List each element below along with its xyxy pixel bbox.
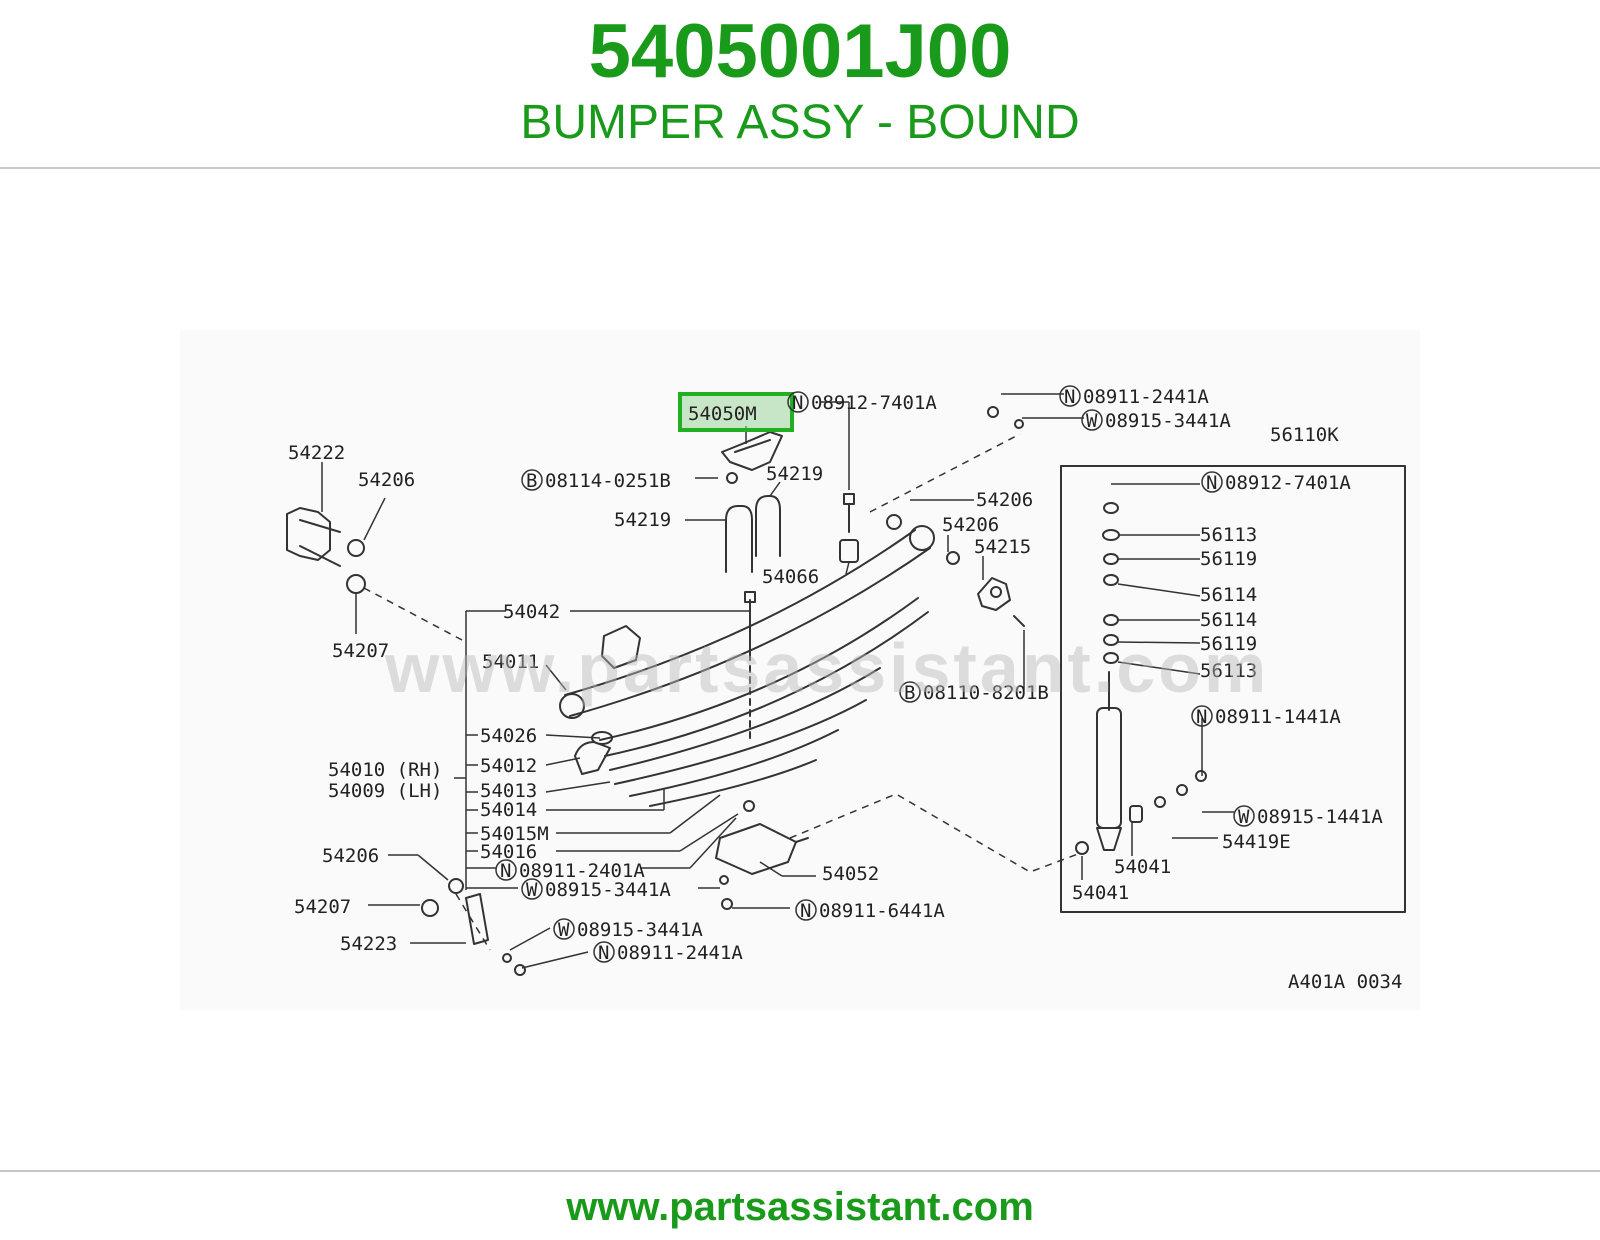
callout-08110-8201B[interactable]: 08110-8201B	[923, 682, 1049, 704]
callout-54207[interactable]: 54207	[294, 896, 351, 918]
callout-08912-7401A[interactable]: 08912-7401A	[811, 392, 937, 414]
spring-eye-54012	[574, 741, 611, 775]
callout-54219[interactable]: 54219	[766, 463, 823, 485]
marker-W: W	[1086, 410, 1098, 432]
marker-W: W	[558, 919, 570, 941]
callout-56119[interactable]: 56119	[1200, 548, 1257, 570]
callout-08911-1441A[interactable]: 08911-1441A	[1215, 706, 1341, 728]
u-bolt-54219-a	[725, 505, 753, 573]
callout-08911-2441A[interactable]: 08911-2441A	[617, 942, 743, 964]
spring-plate-54052	[715, 823, 797, 875]
u-bolt-54219-b	[755, 495, 781, 557]
footer-url-link[interactable]: www.partsassistant.com	[566, 1185, 1034, 1229]
callout-56113[interactable]: 56113	[1200, 660, 1257, 682]
callout-08915-1441A[interactable]: 08915-1441A	[1257, 806, 1383, 828]
diagram-drawing: N N W B N B N W N W N W N 54050M 08912-7…	[286, 385, 1406, 993]
marker-N: N	[800, 900, 811, 922]
bracket-54223	[465, 893, 489, 945]
marker-W: W	[526, 879, 538, 901]
callout-54206[interactable]: 54206	[942, 514, 999, 536]
callout-54066[interactable]: 54066	[762, 566, 819, 588]
callout-54011[interactable]: 54011	[482, 651, 539, 673]
callout-08912-7401A[interactable]: 08912-7401A	[1225, 472, 1351, 494]
callout-54041[interactable]: 54041	[1072, 882, 1129, 904]
bumper-54066	[839, 539, 859, 563]
callout-54206[interactable]: 54206	[322, 845, 379, 867]
callout-54052[interactable]: 54052	[822, 863, 879, 885]
spring-pad	[601, 625, 641, 669]
marker-N: N	[1196, 706, 1207, 728]
part-number-title: 5405001J00	[588, 9, 1012, 94]
callout-56114[interactable]: 56114	[1200, 609, 1257, 631]
callout-54016[interactable]: 54016	[480, 841, 537, 863]
callout-54206[interactable]: 54206	[358, 469, 415, 491]
page-header: 5405001J00 BUMPER ASSY - BOUND	[0, 0, 1600, 168]
callout-08915-3441A[interactable]: 08915-3441A	[1105, 410, 1231, 432]
callout-54206[interactable]: 54206	[976, 489, 1033, 511]
callout-54041[interactable]: 54041	[1114, 856, 1171, 878]
footer-divider	[0, 1170, 1600, 1172]
marker-N: N	[1064, 386, 1075, 408]
callout-54223[interactable]: 54223	[340, 933, 397, 955]
marker-N: N	[1206, 472, 1217, 494]
callout-08114-0251B[interactable]: 08114-0251B	[545, 470, 671, 492]
marker-B: B	[526, 470, 537, 492]
shackle-54222	[286, 507, 331, 561]
callout-54219[interactable]: 54219	[614, 509, 671, 531]
callout-56119[interactable]: 56119	[1200, 633, 1257, 655]
callout-08911-6441A[interactable]: 08911-6441A	[819, 900, 945, 922]
marker-N: N	[598, 942, 609, 964]
watermark-text: www.partsassistant.com	[385, 629, 1270, 707]
callout-54014[interactable]: 54014	[480, 799, 537, 821]
shock-absorber-56110K	[1096, 707, 1122, 829]
callout-54026[interactable]: 54026	[480, 725, 537, 747]
callout-54222[interactable]: 54222	[288, 442, 345, 464]
callout-54050M[interactable]: 54050M	[688, 403, 757, 425]
callout-56110K[interactable]: 56110K	[1270, 424, 1339, 446]
shock-absorber-box	[1060, 465, 1406, 913]
part-name-subtitle: BUMPER ASSY - BOUND	[520, 96, 1080, 149]
marker-B: B	[904, 682, 915, 704]
drawing-code: A401A 0034	[1288, 971, 1402, 993]
callout-54419E[interactable]: 54419E	[1222, 831, 1291, 853]
callout-54042[interactable]: 54042	[503, 601, 560, 623]
callout-08911-2401A[interactable]: 08911-2401A	[519, 860, 645, 882]
callout-56114[interactable]: 56114	[1200, 584, 1257, 606]
callout-08911-2441A[interactable]: 08911-2441A	[1083, 386, 1209, 408]
callout-54010-rh[interactable]: 54010 (RH)	[328, 759, 442, 781]
callout-54012[interactable]: 54012	[480, 755, 537, 777]
callout-54215[interactable]: 54215	[974, 536, 1031, 558]
callout-56113[interactable]: 56113	[1200, 524, 1257, 546]
marker-N: N	[792, 392, 803, 414]
marker-N: N	[500, 860, 511, 882]
callout-54013[interactable]: 54013	[480, 780, 537, 802]
header-divider	[0, 167, 1600, 169]
bushing-54206-left	[347, 539, 365, 557]
callout-08915-3441A[interactable]: 08915-3441A	[545, 879, 671, 901]
callout-54207[interactable]: 54207	[332, 640, 389, 662]
bushing-54207-left	[346, 574, 366, 594]
callout-08915-3441A[interactable]: 08915-3441A	[577, 919, 703, 941]
highlight-box-54050M	[678, 392, 794, 432]
callout-54015M[interactable]: 54015M	[480, 823, 549, 845]
parts-diagram: N N W B N B N W N W N W N 54050M 08912-7…	[180, 330, 1420, 1010]
callout-54009-lh[interactable]: 54009 (LH)	[328, 780, 442, 802]
hanger-54215	[977, 577, 1011, 611]
marker-W: W	[1238, 806, 1250, 828]
